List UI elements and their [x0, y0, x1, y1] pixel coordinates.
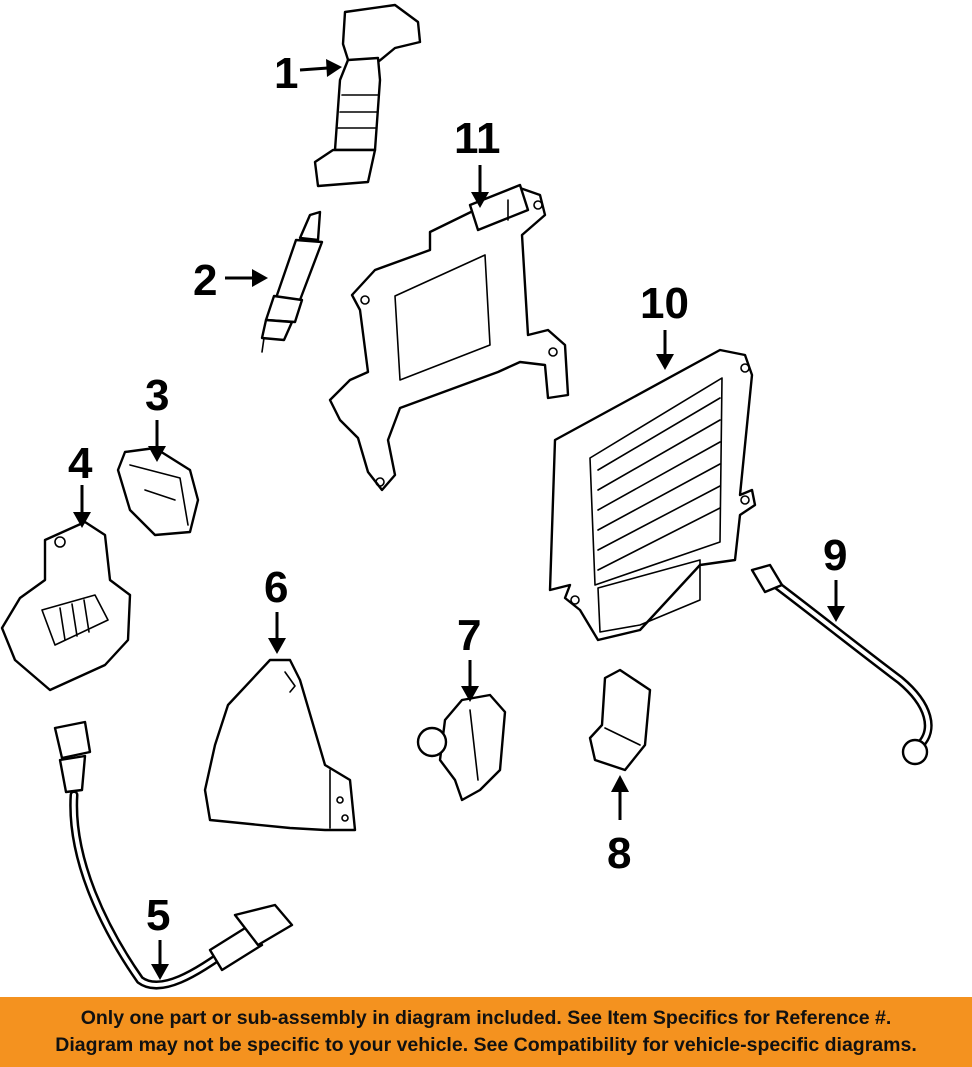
callout-11: 11: [454, 114, 501, 163]
callout-7: 7: [457, 611, 481, 660]
callout-5: 5: [146, 891, 170, 940]
part-ecm-bracket[interactable]: [328, 183, 570, 492]
disclaimer-line-2: Diagram may not be specific to your vehi…: [55, 1034, 917, 1056]
parts-diagram: 1 2 3 4 5 6 7 8 9 10 11: [0, 3, 933, 990]
callout-4: 4: [68, 439, 93, 488]
part-ignition-coil[interactable]: [313, 3, 422, 188]
part-sensor-5[interactable]: [53, 720, 294, 990]
callout-labels: 1 2 3 4 5 6 7 8 9 10 11: [68, 49, 847, 940]
callout-9: 9: [823, 531, 847, 580]
callout-arrows: [73, 59, 845, 980]
disclaimer-banner: Only one part or sub-assembly in diagram…: [0, 997, 972, 1067]
part-ecm[interactable]: [548, 348, 757, 642]
part-bracket-8[interactable]: [588, 668, 652, 772]
part-cover-4[interactable]: [0, 520, 132, 692]
callout-10: 10: [640, 279, 689, 328]
part-sensor-9[interactable]: [750, 563, 933, 766]
callout-6: 6: [264, 563, 288, 612]
part-sensor-3[interactable]: [116, 446, 200, 537]
callout-8: 8: [607, 829, 631, 878]
callout-3: 3: [145, 371, 169, 420]
part-sensor-7[interactable]: [416, 693, 507, 802]
callout-2: 2: [193, 256, 217, 305]
callout-1: 1: [274, 49, 298, 98]
part-shield-6[interactable]: [203, 658, 357, 832]
disclaimer-line-1: Only one part or sub-assembly in diagram…: [80, 1007, 892, 1029]
part-spark-plug[interactable]: [260, 210, 324, 353]
